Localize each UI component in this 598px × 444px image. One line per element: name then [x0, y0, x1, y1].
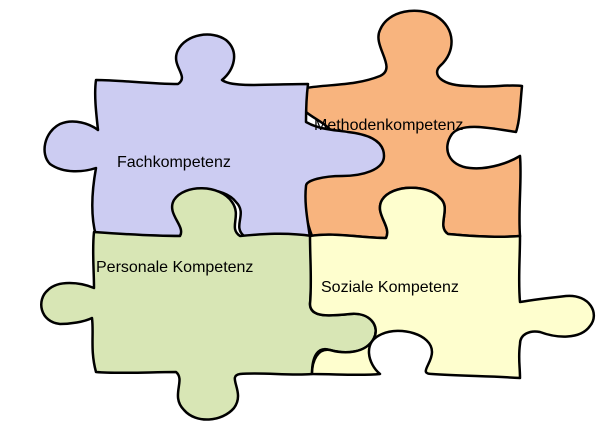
fach-piece — [43, 33, 386, 240]
fach-label: Fachkompetenz — [117, 154, 231, 171]
sozial-label: Soziale Kompetenz — [321, 279, 459, 296]
personal-label: Personale Kompetenz — [96, 259, 253, 276]
sozial-piece — [308, 186, 596, 380]
methoden-label: Methodenkompetenz — [314, 117, 463, 134]
